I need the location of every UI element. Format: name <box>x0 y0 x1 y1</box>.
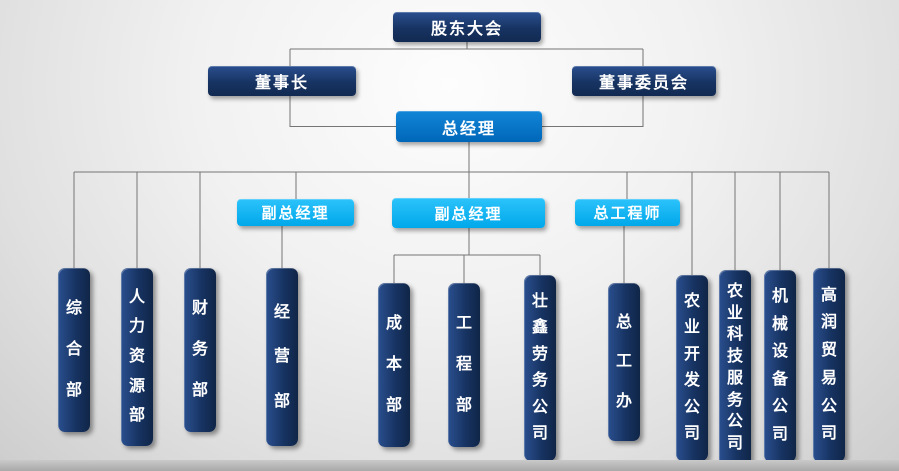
node-dept-zhuangxin-labor: 壮鑫劳务公司 <box>524 275 556 461</box>
node-label: 董事委员会 <box>598 75 689 92</box>
node-board-committee: 董事委员会 <box>572 66 716 96</box>
node-deputy-gm-left: 副总经理 <box>237 199 354 226</box>
node-label: 副总经理 <box>261 205 330 222</box>
node-dept-chief-engineer-office: 总工办 <box>608 283 640 441</box>
node-chairman: 董事长 <box>208 66 356 96</box>
node-deputy-gm-center: 副总经理 <box>392 198 545 228</box>
node-chief-engineer: 总工程师 <box>575 199 680 226</box>
node-dept-engineering: 工程部 <box>448 283 480 447</box>
node-dept-general: 综合部 <box>58 268 90 432</box>
node-label: 董事长 <box>254 75 309 92</box>
node-shareholders-meeting: 股东大会 <box>393 12 541 42</box>
node-dept-operations: 经营部 <box>266 268 298 446</box>
node-general-manager: 总经理 <box>396 111 542 142</box>
node-dept-finance: 财务部 <box>184 268 216 432</box>
node-dept-machinery-equipment: 机械设备公司 <box>764 270 796 462</box>
page-bottom-edge <box>0 460 899 471</box>
node-dept-agri-tech-service: 农业科技服务公司 <box>719 270 751 466</box>
node-label: 副总经理 <box>434 205 503 223</box>
node-label: 总工程师 <box>593 205 662 222</box>
node-label: 总经理 <box>441 120 496 138</box>
node-label: 股东大会 <box>430 21 503 38</box>
node-dept-agri-development: 农业开发公司 <box>676 275 708 461</box>
node-dept-gaorun-trading: 高润贸易公司 <box>813 268 845 462</box>
node-dept-cost: 成本部 <box>378 283 410 447</box>
node-dept-hr: 人力资源部 <box>121 268 153 446</box>
